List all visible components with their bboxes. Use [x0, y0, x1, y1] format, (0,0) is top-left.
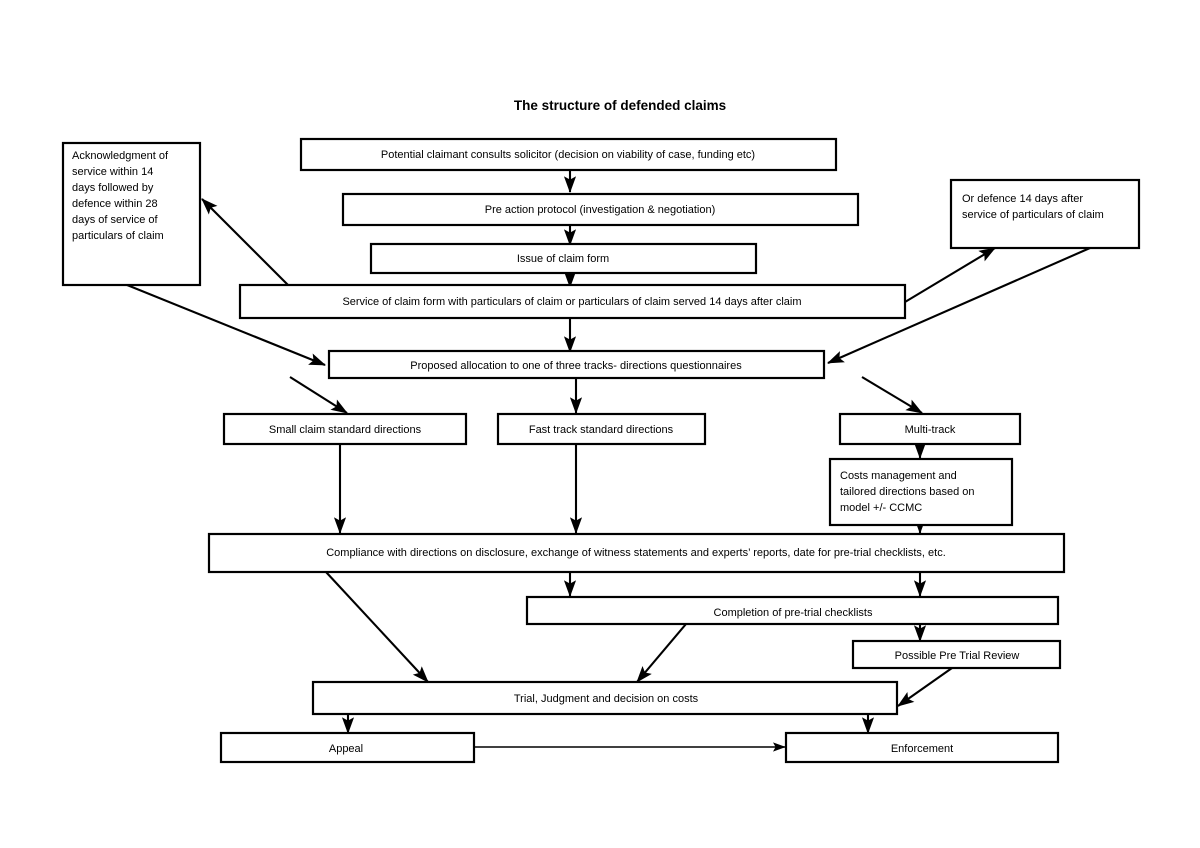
node-acknowledgment-line-2: days followed by: [72, 182, 154, 194]
edge-review-to-trial: [897, 667, 953, 707]
node-fast-track[interactable]: Fast track standard directions: [496, 412, 707, 446]
node-small-claim[interactable]: Small claim standard directions: [222, 412, 468, 446]
node-issue-claim-form-box[interactable]: [369, 242, 758, 275]
edge-acknowledgment-to-allocation: [126, 284, 326, 366]
edge-service-to-ordefence: [904, 247, 996, 303]
node-potential-claimant-box[interactable]: [299, 137, 838, 172]
node-potential-claimant-label: Potential claimant consults solicitor (d…: [381, 149, 755, 161]
node-costs-management-box[interactable]: [828, 457, 1014, 527]
edge-compliance-to-trial: [325, 571, 429, 683]
node-service-claim-form[interactable]: Service of claim form with particulars o…: [238, 283, 907, 320]
node-pre-trial-checklists-box[interactable]: [525, 595, 1060, 626]
node-multi-track-box[interactable]: [838, 412, 1022, 446]
node-costs-management-line-0: Costs management and: [840, 470, 957, 482]
node-small-claim-label: Small claim standard directions: [269, 424, 422, 436]
node-enforcement[interactable]: Enforcement: [784, 731, 1060, 764]
node-or-defence-line-1: service of particulars of claim: [962, 209, 1104, 221]
node-pre-trial-checklists[interactable]: Completion of pre-trial checklists: [525, 595, 1060, 626]
node-service-claim-form-label: Service of claim form with particulars o…: [342, 296, 801, 308]
node-fast-track-box[interactable]: [496, 412, 707, 446]
node-proposed-allocation[interactable]: Proposed allocation to one of three trac…: [327, 349, 826, 380]
node-fast-track-label: Fast track standard directions: [529, 424, 674, 436]
node-pre-trial-review[interactable]: Possible Pre Trial Review: [851, 639, 1062, 670]
node-issue-claim-form[interactable]: Issue of claim form: [369, 242, 758, 275]
node-compliance-label: Compliance with directions on disclosure…: [326, 547, 946, 559]
node-service-claim-form-box[interactable]: [238, 283, 907, 320]
node-pre-action-box[interactable]: [341, 192, 860, 227]
node-acknowledgment[interactable]: Acknowledgment of service within 14 days…: [61, 141, 202, 287]
node-enforcement-box[interactable]: [784, 731, 1060, 764]
node-or-defence[interactable]: Or defence 14 days after service of part…: [949, 178, 1141, 250]
edge-allocation-to-multitrack: [861, 376, 923, 414]
node-potential-claimant[interactable]: Potential claimant consults solicitor (d…: [299, 137, 838, 172]
node-or-defence-box[interactable]: [949, 178, 1141, 250]
node-appeal-label: Appeal: [329, 743, 363, 755]
edge-ordefence-to-allocation: [827, 247, 1091, 364]
node-costs-management-line-1: tailored directions based on: [840, 486, 975, 498]
node-acknowledgment-line-5: particulars of claim: [72, 230, 164, 242]
node-pre-action[interactable]: Pre action protocol (investigation & neg…: [341, 192, 860, 227]
node-proposed-allocation-label: Proposed allocation to one of three trac…: [410, 360, 742, 372]
node-costs-management[interactable]: Costs management and tailored directions…: [828, 457, 1014, 527]
node-pre-action-label: Pre action protocol (investigation & neg…: [485, 204, 716, 216]
node-costs-management-line-2: model +/- CCMC: [840, 502, 922, 514]
node-proposed-allocation-box[interactable]: [327, 349, 826, 380]
node-enforcement-label: Enforcement: [891, 743, 953, 755]
node-trial-box[interactable]: [311, 680, 899, 716]
node-appeal[interactable]: Appeal: [219, 731, 476, 764]
node-multi-track-label: Multi-track: [905, 424, 956, 436]
node-trial[interactable]: Trial, Judgment and decision on costs: [311, 680, 899, 716]
node-acknowledgment-line-3: defence within 28: [72, 198, 158, 210]
node-acknowledgment-line-1: service within 14: [72, 166, 153, 178]
node-trial-label: Trial, Judgment and decision on costs: [514, 693, 699, 705]
node-or-defence-line-0: Or defence 14 days after: [962, 193, 1083, 205]
edge-layer: [126, 170, 1091, 752]
node-issue-claim-form-label: Issue of claim form: [517, 253, 609, 265]
node-pre-trial-review-label: Possible Pre Trial Review: [895, 650, 1020, 662]
edge-checklists-to-trial: [636, 623, 687, 683]
node-acknowledgment-box[interactable]: [61, 141, 202, 287]
edge-service-to-acknowledgment: [201, 198, 291, 288]
node-acknowledgment-line-4: days of service of: [72, 214, 159, 226]
node-acknowledgment-line-0: Acknowledgment of: [72, 150, 169, 162]
edge-allocation-to-smallclaim: [289, 376, 348, 414]
page-title: The structure of defended claims: [514, 98, 726, 113]
node-multi-track[interactable]: Multi-track: [838, 412, 1022, 446]
node-compliance[interactable]: Compliance with directions on disclosure…: [207, 532, 1066, 574]
node-small-claim-box[interactable]: [222, 412, 468, 446]
node-appeal-box[interactable]: [219, 731, 476, 764]
node-compliance-box[interactable]: [207, 532, 1066, 574]
node-pre-trial-checklists-label: Completion of pre-trial checklists: [714, 607, 873, 619]
node-pre-trial-review-box[interactable]: [851, 639, 1062, 670]
